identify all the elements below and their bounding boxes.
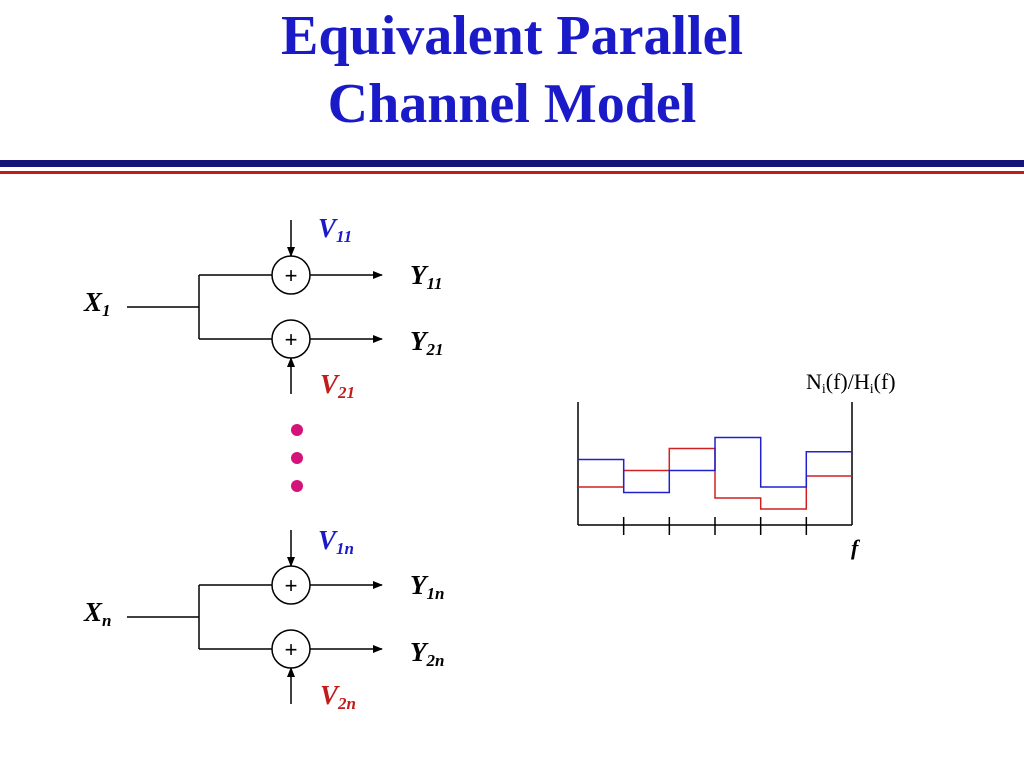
title-line-2: Channel Model xyxy=(327,73,697,135)
ellipsis-dot-2 xyxy=(291,452,303,464)
ellipsis-dot-3 xyxy=(291,480,303,492)
ellipsis-dot-1 xyxy=(291,424,303,436)
adder-plus-top-1: + xyxy=(285,263,298,288)
plot-ylabel: Ni(f)/Hi(f) xyxy=(806,369,896,397)
adder-plus-top-n: + xyxy=(285,573,298,598)
label-xn: Xn xyxy=(84,597,112,630)
label-v2n: V2n xyxy=(320,680,356,713)
label-y11: Y11 xyxy=(410,260,443,293)
title-rule-red xyxy=(0,171,1024,174)
plot-ticks xyxy=(622,517,808,535)
title-rule-blue xyxy=(0,160,1024,167)
label-v1n: V1n xyxy=(318,525,354,558)
noise-gain-plot xyxy=(577,402,853,535)
page-title: Equivalent Parallel Channel Model xyxy=(0,2,1024,138)
label-y21: Y21 xyxy=(410,326,444,359)
label-v11: V11 xyxy=(318,213,353,246)
adder-plus-bottom-n: + xyxy=(285,637,298,662)
blue-staircase-curve xyxy=(578,436,852,494)
title-line-1: Equivalent Parallel xyxy=(281,5,743,67)
label-y1n: Y1n xyxy=(410,570,445,603)
plot-xlabel: f xyxy=(851,535,859,560)
label-v21: V21 xyxy=(320,369,356,402)
adder-plus-bottom-1: + xyxy=(285,327,298,352)
channel-group-1 xyxy=(127,220,383,394)
label-y2n: Y2n xyxy=(410,637,445,670)
label-x1: X1 xyxy=(84,287,111,320)
channel-group-n xyxy=(127,530,383,704)
